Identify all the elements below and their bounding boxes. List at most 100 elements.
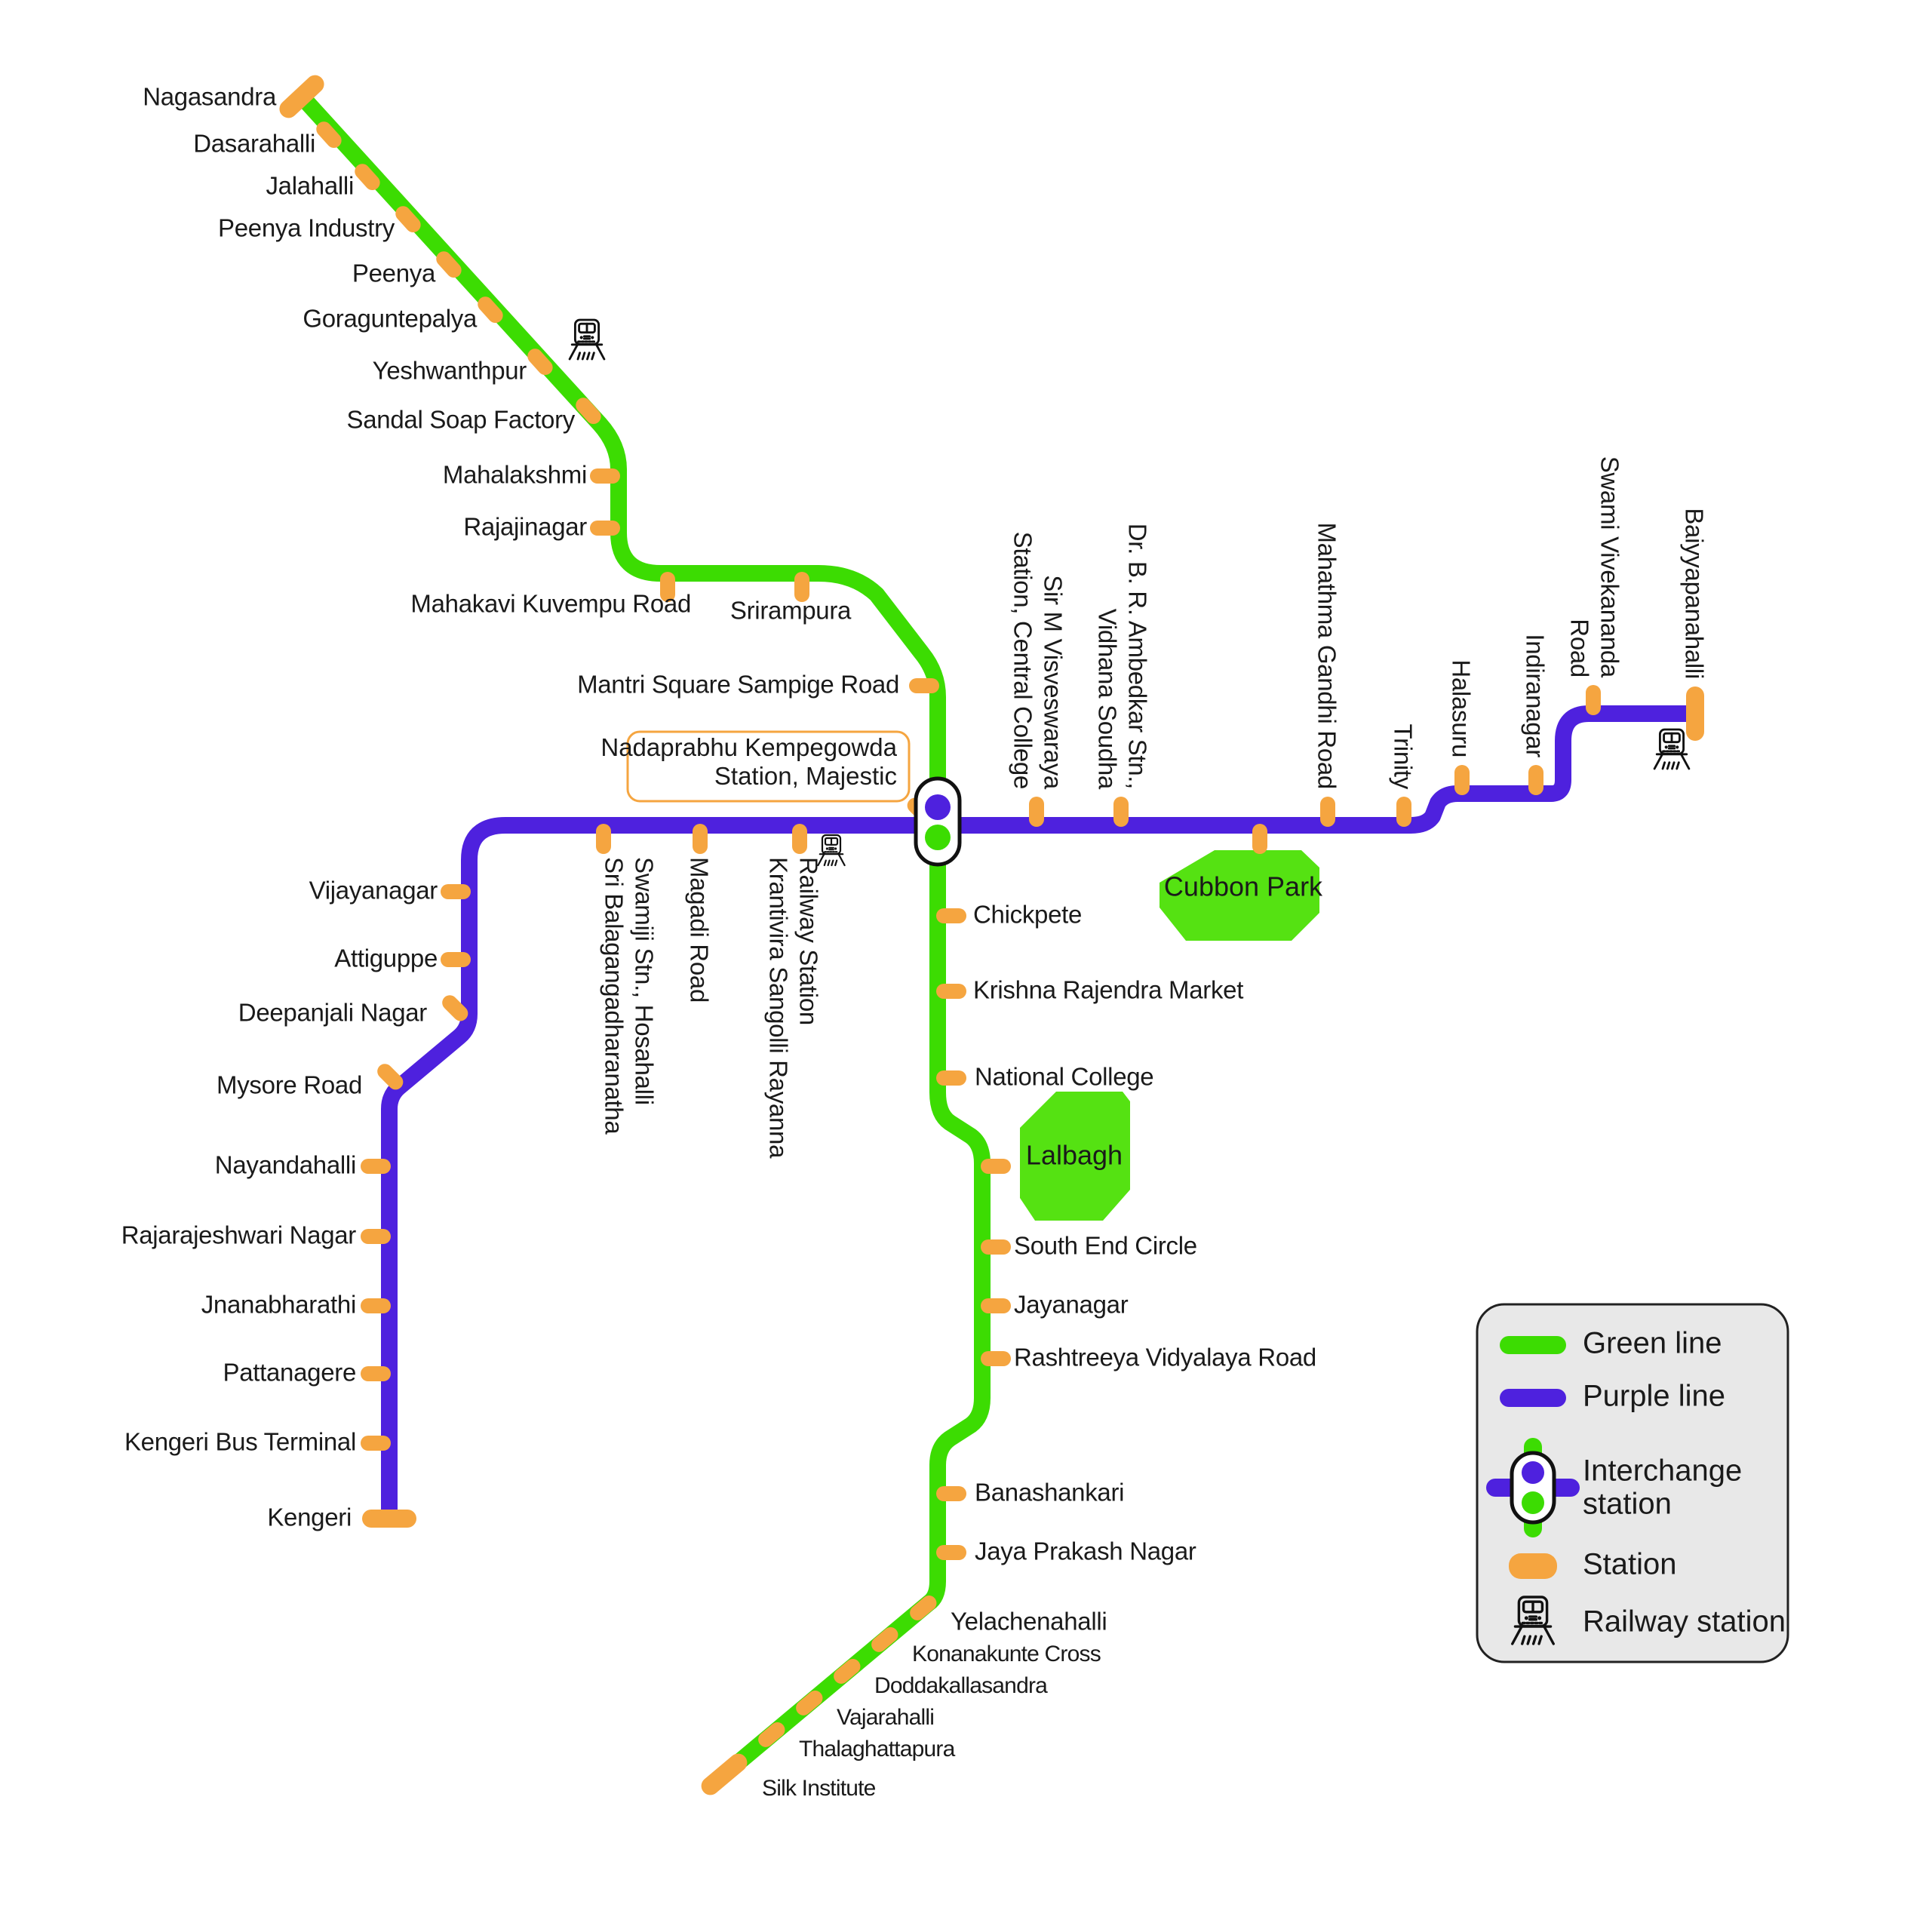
station-tick[interactable] (313, 118, 345, 151)
station-tick[interactable] (524, 346, 556, 378)
station-indiranagar[interactable]: Indiranagar (1522, 634, 1550, 795)
station-tick[interactable] (1029, 797, 1044, 827)
station-tick[interactable] (1113, 797, 1129, 827)
station-silk-institute[interactable]: Silk Institute (698, 1750, 876, 1801)
terminus-marker[interactable] (698, 1750, 751, 1799)
station-goraguntepalya[interactable]: Goraguntepalya (303, 293, 505, 333)
station-sandal-soap-factory[interactable]: Sandal Soap Factory (347, 395, 604, 434)
station-tick[interactable] (1528, 765, 1543, 795)
station-tick[interactable] (361, 1159, 391, 1174)
station-konanakunte-cross[interactable]: Konanakunte Cross (868, 1624, 1101, 1666)
station-tick[interactable] (1396, 797, 1411, 827)
station-attiguppe[interactable]: Attiguppe (334, 944, 471, 972)
station-mahathma-gandhi-road[interactable]: Mahathma Gandhi Road (1313, 522, 1341, 827)
station-tick[interactable] (794, 572, 809, 602)
station-tick[interactable] (374, 1061, 406, 1092)
station-tick[interactable] (909, 678, 939, 693)
station-tick[interactable] (439, 992, 471, 1024)
station-tick[interactable] (441, 952, 471, 967)
station-tick[interactable] (1586, 685, 1601, 715)
station-tick[interactable] (392, 203, 424, 235)
station-thalaghattapura[interactable]: Thalaghattapura (755, 1719, 956, 1762)
station-peenya-industry[interactable]: Peenya Industry (218, 203, 424, 242)
station-tick[interactable] (361, 1298, 391, 1313)
station-pattanagere[interactable]: Pattanagere (223, 1359, 391, 1387)
station-tick[interactable] (981, 1159, 1011, 1174)
station-mahakavi-kuvempu-road[interactable]: Mahakavi Kuvempu Road (410, 572, 691, 618)
station-cubbon-park[interactable] (1252, 824, 1267, 854)
station-yeshwanthpur[interactable]: Yeshwanthpur (373, 346, 556, 385)
station-tick[interactable] (831, 1656, 863, 1687)
station-dasarahalli[interactable]: Dasarahalli (193, 118, 345, 158)
station-tick[interactable] (793, 1688, 825, 1719)
station-yelachenahalli[interactable]: Yelachenahalli (907, 1593, 1107, 1636)
station-tick[interactable] (936, 1070, 966, 1086)
station-tick[interactable] (981, 1298, 1011, 1313)
station-tick[interactable] (693, 824, 708, 854)
station-tick[interactable] (596, 824, 611, 854)
station-dr-b-r-ambedkar-stn-vidhana-soudha[interactable]: Dr. B. R. Ambedkar Stn.,Vidhana Soudha (1094, 524, 1152, 827)
station-halasuru[interactable]: Halasuru (1448, 659, 1476, 795)
station-lalbagh[interactable] (981, 1159, 1011, 1174)
station-tick[interactable] (590, 521, 620, 536)
station-tick[interactable] (1252, 824, 1267, 854)
station-peenya[interactable]: Peenya (352, 248, 465, 287)
station-vajarahalli[interactable]: Vajarahalli (793, 1688, 935, 1730)
station-rajarajeshwari-nagar[interactable]: Rajarajeshwari Nagar (121, 1221, 391, 1249)
station-tick[interactable] (868, 1624, 901, 1655)
station-tick[interactable] (936, 908, 966, 923)
station-jaya-prakash-nagar[interactable]: Jaya Prakash Nagar (936, 1537, 1196, 1565)
station-nagasandra[interactable]: Nagasandra (143, 72, 327, 122)
station-tick[interactable] (936, 1486, 966, 1501)
station-doddakallasandra[interactable]: Doddakallasandra (831, 1656, 1049, 1698)
station-jalahalli[interactable]: Jalahalli (266, 161, 382, 200)
terminus-marker[interactable] (1686, 686, 1704, 741)
station-mysore-road[interactable]: Mysore Road (217, 1061, 406, 1099)
station-baiyyapanahalli[interactable]: Baiyyapanahalli (1681, 508, 1709, 741)
station-tick[interactable] (590, 468, 620, 484)
station-tick[interactable] (361, 1366, 391, 1381)
interchange-capsule[interactable] (914, 776, 962, 867)
station-tick[interactable] (361, 1436, 391, 1451)
terminus-marker[interactable] (362, 1510, 416, 1528)
station-chickpete[interactable]: Chickpete (936, 901, 1082, 929)
station-mantri-square-sampige-road[interactable]: Mantri Square Sampige Road (577, 671, 939, 699)
station-tick[interactable] (433, 248, 465, 281)
station-rajajinagar[interactable]: Rajajinagar (463, 513, 620, 541)
station-tick[interactable] (981, 1239, 1011, 1255)
station-tick[interactable] (755, 1719, 788, 1750)
station-tick[interactable] (981, 1351, 1011, 1366)
station-tick[interactable] (573, 395, 604, 427)
station-tick[interactable] (1454, 765, 1470, 795)
station-krishna-rajendra-market[interactable]: Krishna Rajendra Market (936, 976, 1244, 1004)
station-jayanagar[interactable]: Jayanagar (981, 1291, 1129, 1319)
station-kengeri-bus-terminal[interactable]: Kengeri Bus Terminal (124, 1428, 391, 1456)
station-tick[interactable] (792, 824, 807, 854)
station-tick[interactable] (936, 1545, 966, 1560)
station-tick[interactable] (907, 1593, 939, 1623)
station-mahalakshmi[interactable]: Mahalakshmi (443, 461, 620, 489)
station-magadi-road[interactable]: Magadi Road (686, 824, 714, 1003)
station-national-college[interactable]: National College (936, 1063, 1154, 1091)
station-jnanabharathi[interactable]: Jnanabharathi (201, 1291, 391, 1319)
station-south-end-circle[interactable]: South End Circle (981, 1232, 1197, 1260)
station-tick[interactable] (1320, 797, 1335, 827)
terminus-marker[interactable] (275, 72, 327, 122)
station-vijayanagar[interactable]: Vijayanagar (309, 877, 471, 905)
station-rashtreeya-vidyalaya-road[interactable]: Rashtreeya Vidyalaya Road (981, 1344, 1316, 1371)
station-tick[interactable] (936, 984, 966, 999)
station-tick[interactable] (660, 572, 675, 602)
station-srirampura[interactable]: Srirampura (730, 572, 852, 625)
station-trinity[interactable]: Trinity (1390, 723, 1418, 827)
station-tick[interactable] (361, 1229, 391, 1244)
station-tick[interactable] (352, 161, 383, 193)
station-kengeri[interactable]: Kengeri (267, 1504, 416, 1531)
station-tick[interactable] (441, 884, 471, 899)
station-deepanjali-nagar[interactable]: Deepanjali Nagar (238, 992, 471, 1027)
station-tick[interactable] (475, 293, 506, 326)
